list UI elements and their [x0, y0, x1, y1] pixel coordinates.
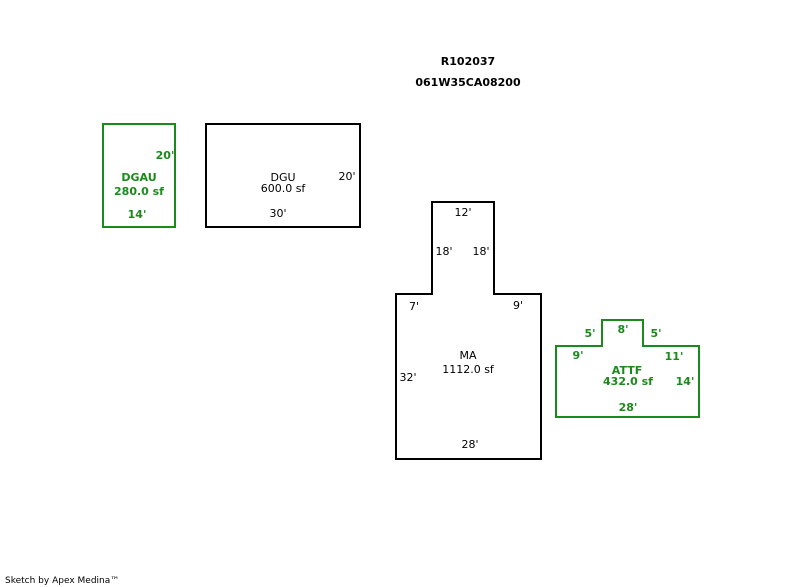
attf-dim-bump-right: 5' [650, 327, 661, 340]
ma-code: MA [459, 349, 476, 362]
ma-dim-right-step: 9' [513, 299, 523, 312]
attf-dim-bottom: 28' [619, 401, 638, 414]
dgau-area-size: 280.0 sf [114, 185, 164, 198]
ma-area-size: 1112.0 sf [442, 363, 495, 376]
ma-dim-bottom: 28' [461, 438, 478, 451]
attf-dim-right: 14' [676, 375, 695, 388]
dgau-outline [102, 123, 176, 228]
ma-dim-left-step: 7' [409, 300, 419, 313]
dgau-code: DGAU [121, 171, 156, 184]
dgu-code: DGU [270, 171, 295, 184]
attf-dim-bump-top: 8' [617, 323, 628, 336]
attf-dim-right-top: 11' [665, 350, 684, 363]
dgu-dim-bottom: 30' [269, 207, 286, 220]
ma-dim-upper-right: 18' [472, 245, 489, 258]
ma-area: 12' 18' 18' 7' 9' MA 1112.0 sf 32' 28' [395, 201, 542, 460]
ma-dim-upper-left: 18' [435, 245, 452, 258]
dgu-area: DGU 600.0 sf 20' 30' [205, 123, 361, 228]
ma-dim-top: 12' [454, 206, 471, 219]
attf-dim-bump-left: 5' [584, 327, 595, 340]
ma-dim-left: 32' [399, 371, 416, 384]
attf-dim-left-top: 9' [572, 349, 583, 362]
ma-outline [395, 201, 542, 460]
attf-area: 8' 5' 5' 9' 11' ATTF 432.0 sf 14' 28' [555, 319, 700, 418]
dgu-dim-right: 20' [338, 170, 355, 183]
attf-outline [555, 319, 700, 418]
attf-area-size: 432.0 sf [603, 375, 653, 388]
dgu-area-size: 600.0 sf [261, 182, 307, 195]
dgau-dim-bottom: 14' [128, 208, 147, 221]
dgau-dim-right: 20' [156, 149, 175, 162]
parcel-id: R102037 [441, 55, 495, 68]
dgu-outline [205, 123, 361, 228]
attf-code: ATTF [612, 364, 642, 377]
dgau-area: 20' DGAU 280.0 sf 14' [102, 123, 176, 228]
sketch-credit: Sketch by Apex Medina™ [5, 576, 119, 586]
map-number: 061W35CA08200 [415, 76, 521, 89]
